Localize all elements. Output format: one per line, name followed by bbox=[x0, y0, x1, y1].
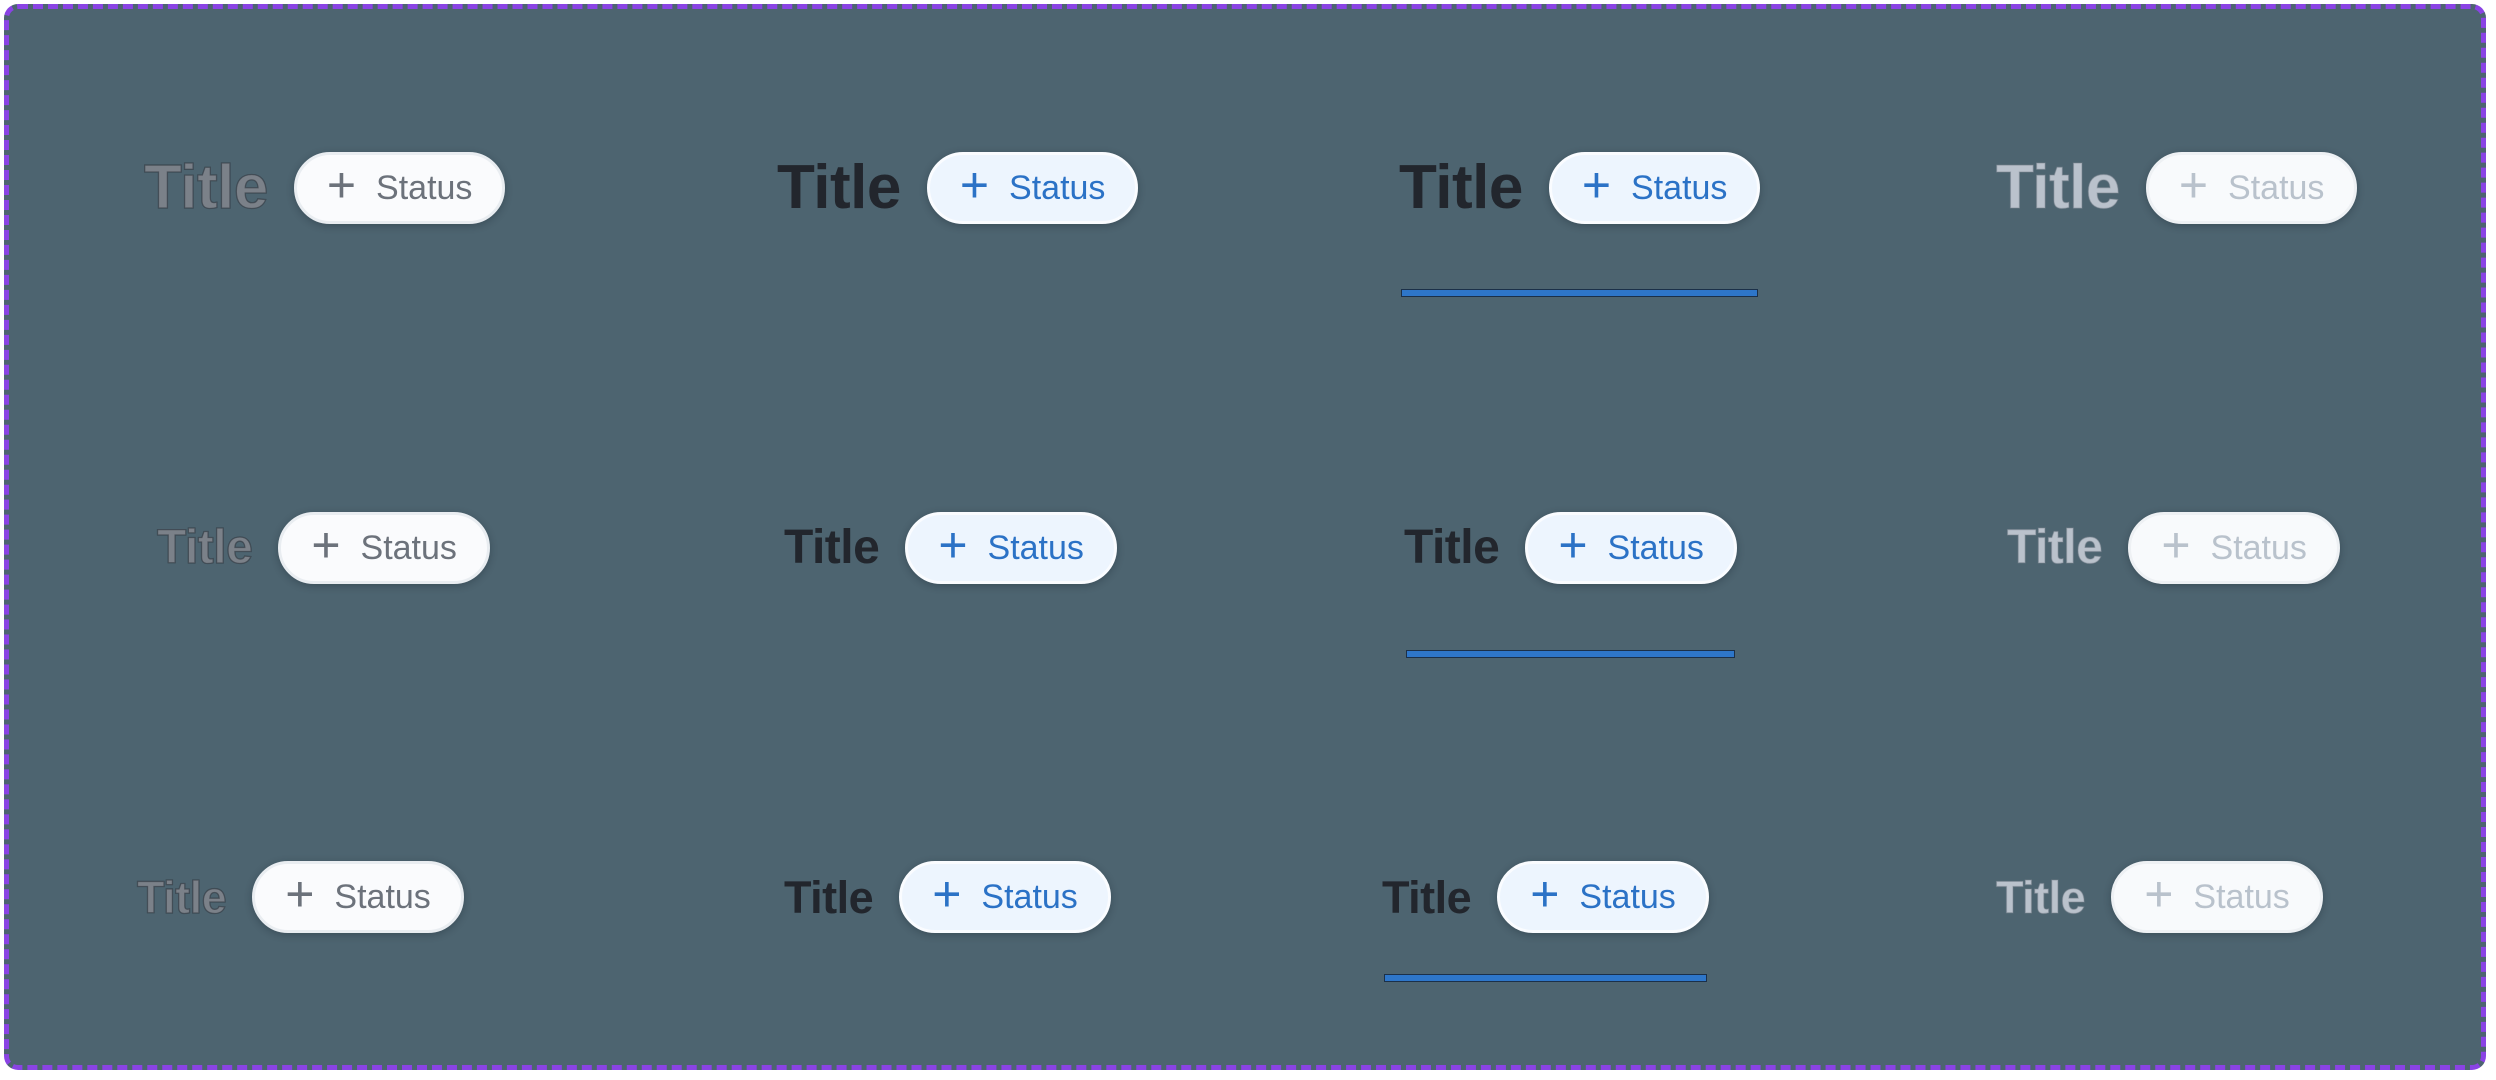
title-text: Title bbox=[777, 153, 901, 222]
focus-underline bbox=[1384, 974, 1707, 982]
status-button-label: Status bbox=[1579, 878, 1676, 916]
status-button-label: Status bbox=[360, 529, 457, 567]
status-button[interactable]: + Status bbox=[926, 152, 1139, 224]
status-button-label: Status bbox=[2210, 529, 2307, 567]
title-text: Title bbox=[1995, 871, 2086, 923]
status-button-disabled: + Status bbox=[2111, 861, 2323, 933]
title-status-variant-small-default: Title + Status bbox=[136, 861, 464, 933]
plus-icon: + bbox=[2161, 517, 2191, 573]
title-text: Title bbox=[136, 871, 227, 923]
title-text: Title bbox=[1995, 153, 2121, 222]
status-button-disabled: + Status bbox=[2128, 512, 2340, 584]
title-text: Title bbox=[143, 153, 269, 222]
plus-icon: + bbox=[959, 157, 990, 213]
title-text: Title bbox=[1399, 153, 1523, 222]
title-text: Title bbox=[784, 871, 874, 923]
title-status-variant-medium-disabled: Title + Status bbox=[2006, 512, 2340, 584]
plus-icon: + bbox=[1530, 866, 1560, 922]
status-button-label: Status bbox=[1631, 169, 1728, 207]
status-button-label: Status bbox=[1009, 169, 1106, 207]
plus-icon: + bbox=[285, 866, 315, 922]
title-text: Title bbox=[1404, 521, 1500, 574]
title-status-variant-large-default: Title + Status bbox=[143, 152, 506, 224]
title-status-variant-small-disabled: Title + Status bbox=[1995, 861, 2323, 933]
plus-icon: + bbox=[2178, 157, 2209, 213]
plus-icon: + bbox=[1581, 157, 1612, 213]
status-button-label: Status bbox=[987, 529, 1084, 567]
focus-underline bbox=[1406, 650, 1735, 658]
component-set-frame: Title + Status Title + Status Title + St… bbox=[4, 4, 2486, 1070]
status-button[interactable]: + Status bbox=[293, 152, 506, 224]
status-button-disabled: + Status bbox=[2145, 152, 2358, 224]
title-status-variant-medium-focused: Title + Status bbox=[1404, 512, 1737, 658]
status-button-label: Status bbox=[376, 169, 473, 207]
title-status-variant-large-disabled: Title + Status bbox=[1995, 152, 2358, 224]
status-button-label: Status bbox=[1607, 529, 1704, 567]
title-status-variant-small-active: Title + Status bbox=[784, 861, 1111, 933]
title-text: Title bbox=[784, 521, 880, 574]
status-button[interactable]: + Status bbox=[278, 512, 490, 584]
status-button[interactable]: + Status bbox=[1548, 152, 1761, 224]
status-button[interactable]: + Status bbox=[899, 861, 1111, 933]
plus-icon: + bbox=[311, 517, 341, 573]
title-text: Title bbox=[1382, 871, 1472, 923]
title-status-variant-medium-default: Title + Status bbox=[156, 512, 490, 584]
status-button[interactable]: + Status bbox=[252, 861, 464, 933]
status-button-label: Status bbox=[981, 878, 1078, 916]
status-button[interactable]: + Status bbox=[905, 512, 1117, 584]
status-button-label: Status bbox=[334, 878, 431, 916]
title-status-variant-large-focused: Title + Status bbox=[1399, 152, 1761, 297]
plus-icon: + bbox=[326, 157, 357, 213]
status-button[interactable]: + Status bbox=[1525, 512, 1737, 584]
focus-underline bbox=[1401, 289, 1759, 297]
status-button-label: Status bbox=[2193, 878, 2290, 916]
title-text: Title bbox=[156, 521, 253, 574]
title-status-variant-small-focused: Title + Status bbox=[1382, 861, 1709, 982]
title-status-variant-medium-active: Title + Status bbox=[784, 512, 1117, 584]
status-button-label: Status bbox=[2228, 169, 2325, 207]
title-status-variant-large-active: Title + Status bbox=[777, 152, 1139, 224]
plus-icon: + bbox=[932, 866, 962, 922]
title-text: Title bbox=[2006, 521, 2103, 574]
status-button[interactable]: + Status bbox=[1497, 861, 1709, 933]
plus-icon: + bbox=[938, 517, 968, 573]
plus-icon: + bbox=[1558, 517, 1588, 573]
plus-icon: + bbox=[2144, 866, 2174, 922]
